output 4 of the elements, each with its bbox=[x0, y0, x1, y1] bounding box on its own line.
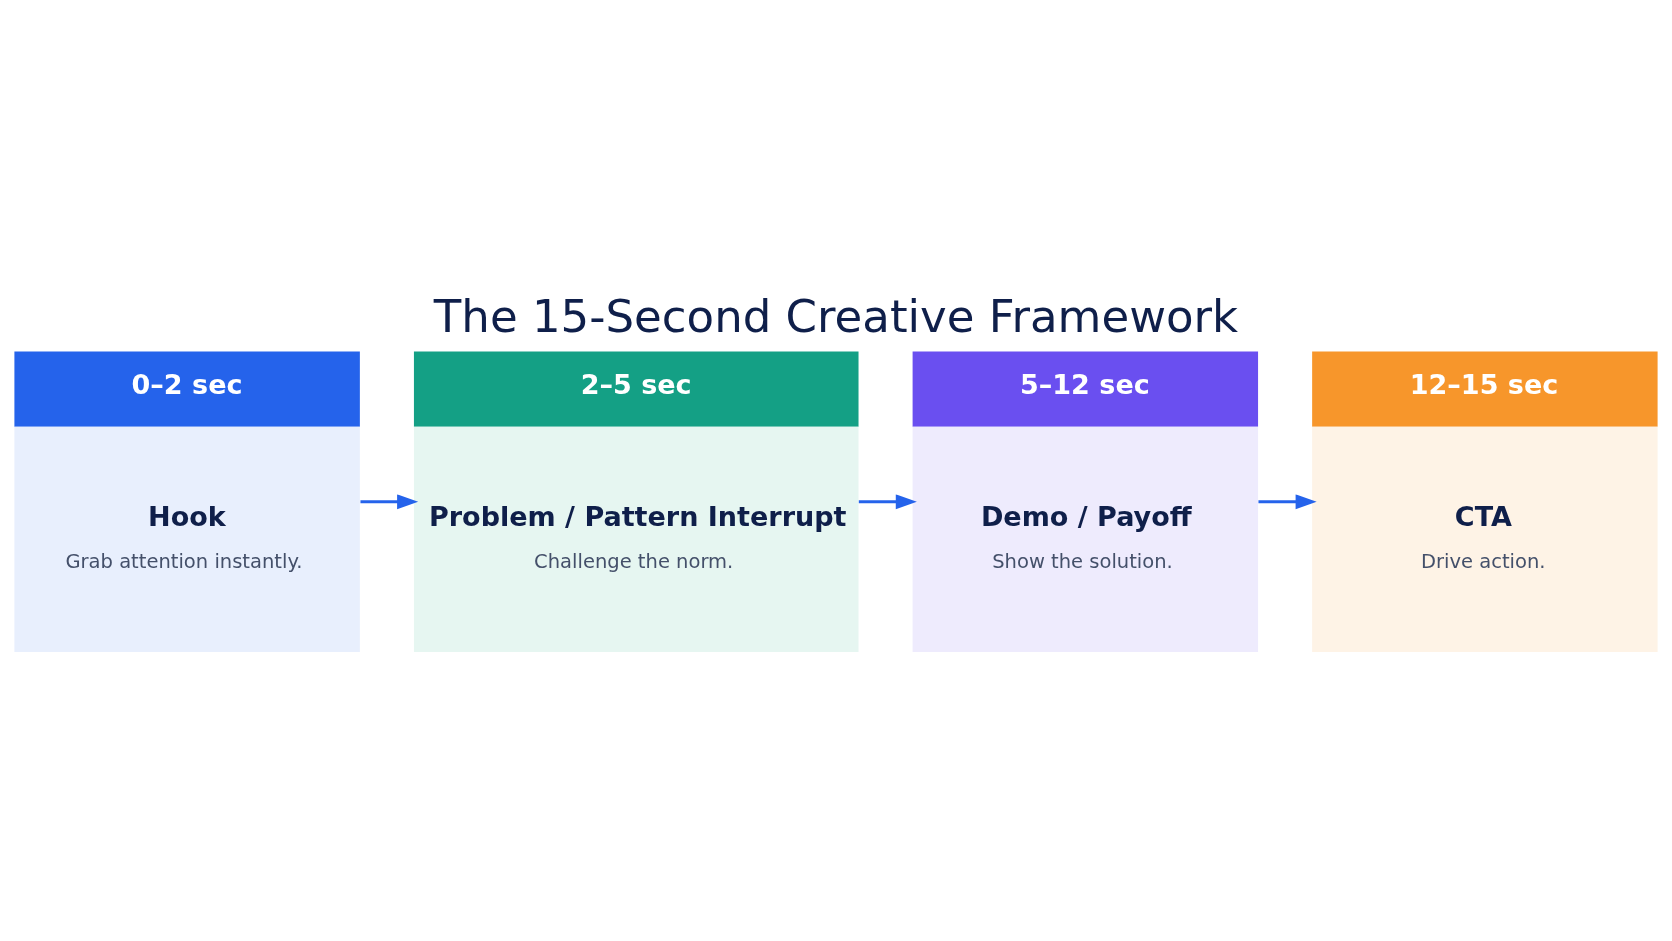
diagram-title: The 15-Second Creative Framework bbox=[433, 289, 1239, 343]
arrow bbox=[360, 493, 419, 509]
arrow bbox=[858, 493, 917, 509]
arrow bbox=[1258, 493, 1317, 509]
